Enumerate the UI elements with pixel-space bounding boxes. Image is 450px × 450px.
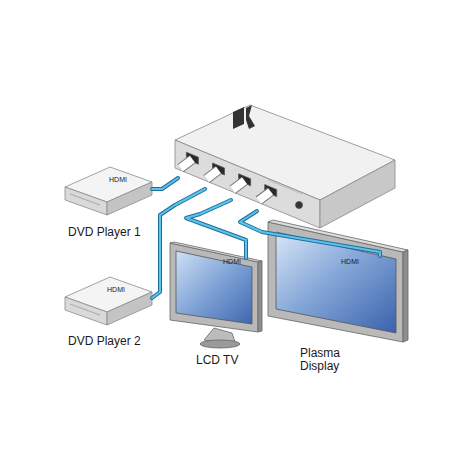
device-name: LCD TV [196,354,276,367]
dvd-player-1 [65,167,152,215]
cable-label: HDMI [223,258,241,266]
dvd-player-2 [65,277,152,325]
cable-label: HDMI [109,176,127,184]
hdmi-cables [152,159,380,298]
power-jack [296,202,303,209]
device-label: DVD Player 1 [68,226,168,241]
hdmi-plug [180,159,192,168]
cable-label: HDMI [107,286,125,294]
device-label: DVD Player 2 [68,335,168,350]
device-name: DVD Player 2 [68,335,168,348]
device-name: Plasma Display [300,347,352,373]
device-name: DVD Player 1 [68,226,168,239]
hdmi-plug [207,170,219,179]
hdmi-plug [233,181,245,190]
hdmi-plug [259,192,271,201]
lcd-tv [170,242,262,348]
device-label: Plasma Display [300,347,352,375]
logo [233,105,255,129]
device-label: LCD TV [196,354,276,369]
cable-label: HDMI [341,258,359,266]
